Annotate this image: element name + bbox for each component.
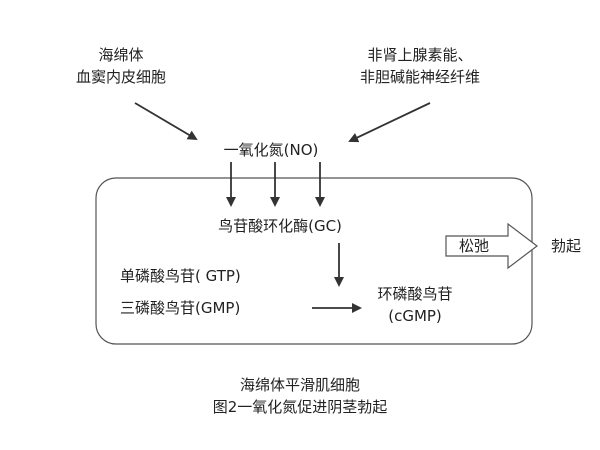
node-gtp: 单磷酸鸟苷( GTP) <box>120 267 241 285</box>
relax-label: 松弛 <box>458 237 489 255</box>
node-no: 一氧化氮(NO) <box>223 141 319 159</box>
node-cgmp-line1: 环磷酸鸟苷 <box>377 285 453 303</box>
caption-line1: 海绵体平滑肌细胞 <box>239 376 360 394</box>
relax-block-arrow <box>445 222 538 270</box>
source-endothelium-line1: 海绵体 <box>98 46 144 64</box>
node-cgmp: 环磷酸鸟苷 (cGMP) <box>360 283 470 327</box>
arrow-endothelium-to-no <box>134 102 198 141</box>
source-nerve-line1: 非肾上腺素能、 <box>367 46 473 64</box>
caption-line2: 图2一氧化氮促进阴茎勃起 <box>212 398 388 416</box>
node-cgmp-line2: (cGMP) <box>388 307 442 325</box>
source-endothelium-line2: 血窦内皮细胞 <box>75 68 166 86</box>
cell-boundary-box <box>95 177 533 345</box>
source-nerve-label: 非肾上腺素能、 非胆碱能神经纤维 <box>320 44 520 88</box>
outcome-erection-label: 勃起 <box>551 237 582 255</box>
node-gmp: 三磷酸鸟苷(GMP) <box>120 299 241 317</box>
diagram-caption: 海绵体平滑肌细胞 图2一氧化氮促进阴茎勃起 <box>150 374 450 418</box>
arrow-nerve-to-no <box>348 102 431 143</box>
node-gc: 鸟苷酸环化酶(GC) <box>218 217 342 235</box>
source-nerve-line2: 非胆碱能神经纤维 <box>359 68 480 86</box>
source-endothelium-label: 海绵体 血窦内皮细胞 <box>56 44 186 88</box>
